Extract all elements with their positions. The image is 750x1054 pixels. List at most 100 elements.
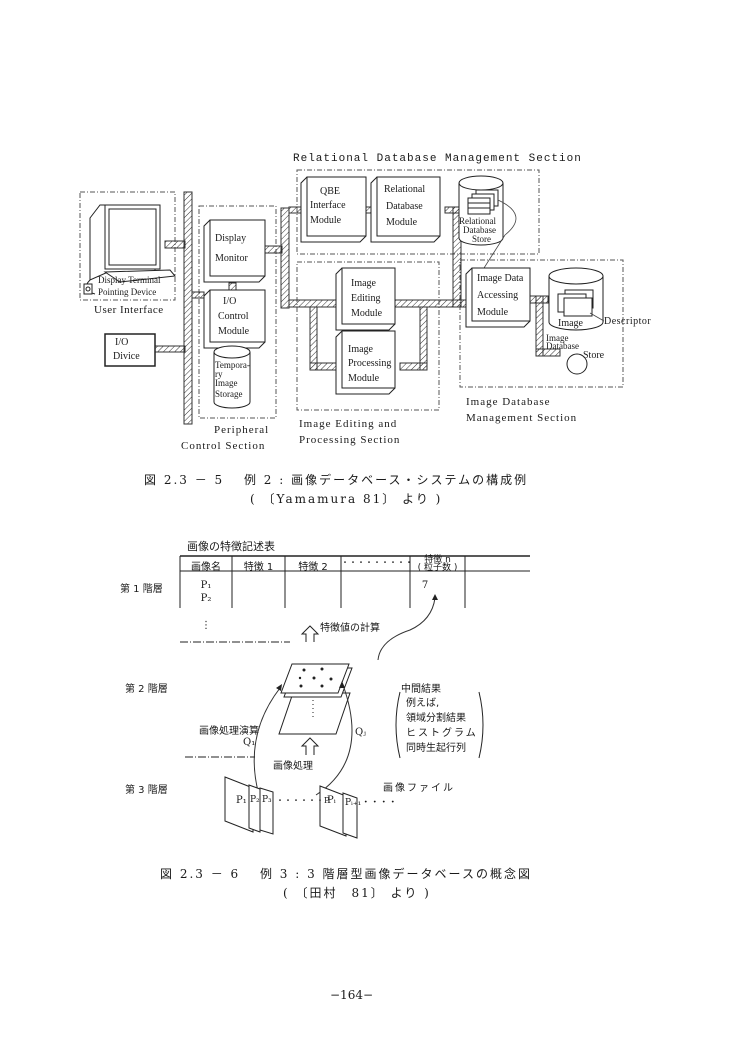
image-pi-label: Pᵢ: [327, 795, 336, 806]
user-interface-frame: [79, 191, 176, 301]
io-control-line1: I/O: [223, 296, 237, 307]
image-processing-line2: Processing: [348, 358, 392, 369]
image-store-cylinder: [548, 267, 605, 331]
image-processing-line1: Image: [348, 344, 373, 355]
q1-curve: [253, 687, 281, 806]
idbms-frame: [459, 259, 624, 388]
page-number: −164−: [330, 988, 374, 1002]
table-row-ellipsis: ⋮: [201, 620, 211, 631]
table-header-particles: ( 粒子数 ): [417, 563, 458, 573]
feature-link-curve: [377, 597, 436, 661]
image-file-label: 画像ファイル: [383, 783, 455, 794]
processing-arrow: [300, 737, 320, 755]
relational-store-line2: Database: [463, 225, 496, 235]
editing-frame: [296, 261, 440, 411]
image-data-access-line3: Module: [477, 307, 509, 318]
image-editing-line1: Image: [351, 278, 376, 289]
idbms-section-line2: Management Section: [466, 412, 578, 424]
tape-store-icon: [566, 353, 588, 375]
table-header-feature2: 特徴 2: [298, 562, 328, 573]
table-header-featuren: 特徴 n: [424, 555, 451, 565]
relational-module-box: [370, 176, 441, 243]
io-control-box: [203, 289, 266, 349]
figure2-source: ( 〔田村 81〕 より ): [283, 886, 431, 900]
display-monitor-line1: Display: [215, 233, 247, 244]
io-control-line2: Control: [218, 311, 249, 322]
temp-storage-line3: Image: [215, 378, 238, 388]
display-monitor-box: [203, 219, 266, 283]
qbe-line1: QBE: [320, 186, 340, 197]
image-data-access-line2: Accessing: [477, 290, 519, 301]
image-data-access-line1: Image Data: [477, 273, 524, 284]
qbe-box: [300, 176, 367, 243]
relational-module-line1: Relational: [384, 184, 426, 195]
relational-store-line3: Store: [472, 234, 491, 244]
images-ellipsis: ・・・・・・P: [276, 796, 330, 805]
idbms-section-line1: Image Database: [466, 396, 551, 408]
editing-section-line1: Image Editing and: [299, 418, 398, 430]
op-label: 画像処理演算: [199, 726, 259, 737]
image-p1-label: P₁: [236, 795, 247, 806]
image-p2-label: P₂: [250, 795, 260, 805]
image-db-store-line3: Store: [583, 350, 605, 361]
table-header-ellipsis: ・・・・・・・・・: [341, 558, 413, 567]
relational-store-line1: Relational: [459, 216, 496, 226]
qj-curve: [315, 684, 353, 796]
intermediate-title: 中間結果: [401, 684, 441, 695]
figure1-source: ( 〔Yamamura 81〕 より ): [250, 492, 443, 506]
user-interface-label: User Interface: [94, 304, 164, 316]
image-data-access-box: [465, 267, 531, 328]
image-p3-label: P₃: [262, 795, 272, 805]
display-terminal-label: Display Terminal: [98, 275, 161, 285]
feature-value: 7: [421, 580, 429, 591]
intermediate-item-1: 例えば,: [406, 698, 440, 709]
peripheral-section-line2: Control Section: [181, 440, 266, 452]
table-row-p1: P₁: [200, 580, 212, 591]
image-processing-box: [335, 330, 396, 395]
table-header-name: 画像名: [191, 562, 221, 573]
temp-storage-cylinder: [213, 345, 251, 409]
rdbms-section-label: Relational Database Management Section: [293, 153, 582, 165]
image-label: Image: [558, 318, 583, 329]
temp-storage-line4: Storage: [215, 389, 243, 399]
editing-section-line2: Processing Section: [299, 434, 401, 446]
image-editing-line2: Editing: [351, 293, 381, 304]
peripheral-section-line1: Peripheral: [214, 424, 270, 436]
pointing-device-label: Pointing Device: [98, 287, 157, 297]
image-p3: [259, 787, 274, 835]
intermediate-item-2: 領域分割結果: [406, 713, 466, 724]
relational-store-cylinder: [458, 175, 517, 291]
temp-storage-line2: ry: [215, 369, 223, 379]
bus-loop-bottom-r: [399, 362, 428, 371]
image-processing-line3: Module: [348, 373, 380, 384]
main-bus: [183, 191, 193, 425]
q1-label: Q₁: [243, 737, 256, 748]
feature-calc-label: 特徴値の計算: [320, 623, 380, 634]
computer-icon: [83, 204, 176, 295]
image-db-store-line2: Database: [546, 341, 579, 351]
descriptor-label: Descriptor: [604, 316, 652, 327]
table-title: 画像の特徴記述表: [187, 540, 275, 553]
image-pi: [319, 785, 347, 837]
processing-label: 画像処理: [273, 761, 313, 772]
io-device-line2: Divice: [113, 351, 140, 362]
bus-ui: [164, 240, 186, 249]
sheet-bottom: [278, 692, 351, 735]
image-editing-line3: Module: [351, 308, 383, 319]
peripheral-frame: [198, 205, 277, 419]
relational-module-line2: Database: [386, 201, 423, 212]
particles: [298, 667, 333, 688]
bus-store-tape: [535, 348, 561, 357]
bus-ioctl: [191, 291, 205, 299]
figure2-caption: 図 2.3 － 6 例 3 : 3 階層型画像データベースの概念図: [160, 867, 532, 881]
relational-module-line3: Module: [386, 217, 418, 228]
io-device-box: [104, 333, 156, 367]
image-pi1: [342, 792, 358, 839]
layer-3-label: 第 3 階層: [125, 785, 168, 796]
layer-1-label: 第 1 階層: [120, 584, 163, 595]
bus-2: [280, 207, 290, 309]
intermediate-item-3: ヒストグラム: [406, 728, 478, 739]
table-row-p2: P₂: [200, 593, 212, 604]
feature-calc-arrow: [300, 625, 320, 642]
